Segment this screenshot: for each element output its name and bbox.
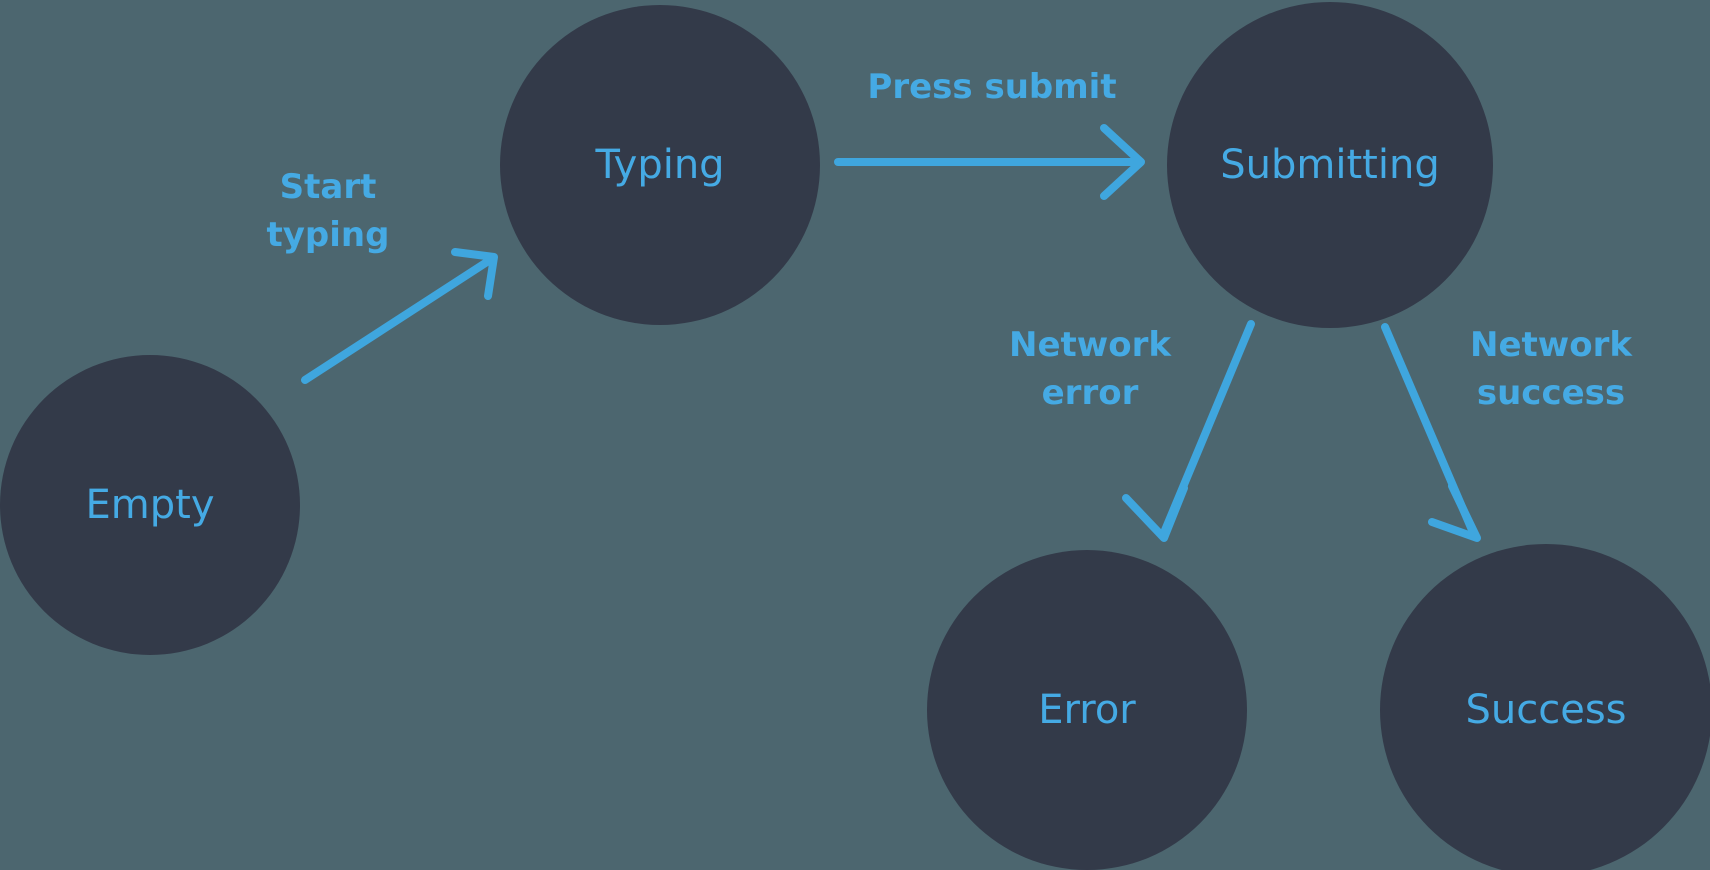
state-node-submitting[interactable]: Submitting: [1167, 2, 1493, 328]
arrowhead-icon-network-error: [1122, 484, 1188, 542]
transition-label-line: Press submit: [867, 67, 1116, 107]
transition-label-press-submit: Press submit: [867, 67, 1116, 107]
transition-press-submit[interactable]: [834, 124, 1145, 200]
state-label-success: Success: [1465, 687, 1626, 733]
transition-label-line: Start: [280, 167, 377, 207]
transition-label-line: error: [1042, 373, 1139, 413]
transition-label-line: typing: [267, 215, 390, 255]
state-circle-success: [1380, 544, 1710, 870]
state-circle-submitting: [1167, 2, 1493, 328]
state-node-typing[interactable]: Typing: [500, 5, 820, 325]
transition-label-network-error: Network error: [1009, 325, 1172, 413]
state-label-error: Error: [1038, 687, 1136, 733]
transitions-layer: [301, 124, 1481, 542]
state-label-typing: Typing: [594, 142, 724, 188]
transition-label-network-success: Network success: [1470, 325, 1633, 413]
transition-label-line: success: [1477, 373, 1625, 413]
transition-start-typing[interactable]: [301, 248, 498, 384]
arrowhead-icon-network-success: [1428, 482, 1481, 542]
state-circle-empty: [0, 355, 300, 655]
state-node-empty[interactable]: Empty: [0, 355, 300, 655]
transition-label-line: Network: [1470, 325, 1633, 365]
transition-label-start-typing: Start typing: [267, 167, 390, 255]
state-label-submitting: Submitting: [1220, 142, 1439, 188]
state-circle-error: [927, 550, 1247, 870]
arrowhead-icon-start-typing: [451, 248, 498, 300]
state-node-success[interactable]: Success: [1380, 544, 1710, 870]
transition-network-success[interactable]: [1381, 323, 1481, 542]
transition-network-error[interactable]: [1122, 320, 1255, 542]
transition-label-line: Network: [1009, 325, 1172, 365]
state-node-error[interactable]: Error: [927, 550, 1247, 870]
arrowhead-icon-press-submit: [1100, 124, 1145, 200]
transition-line-start-typing: [301, 256, 494, 384]
state-label-empty: Empty: [86, 482, 215, 528]
state-circle-typing: [500, 5, 820, 325]
